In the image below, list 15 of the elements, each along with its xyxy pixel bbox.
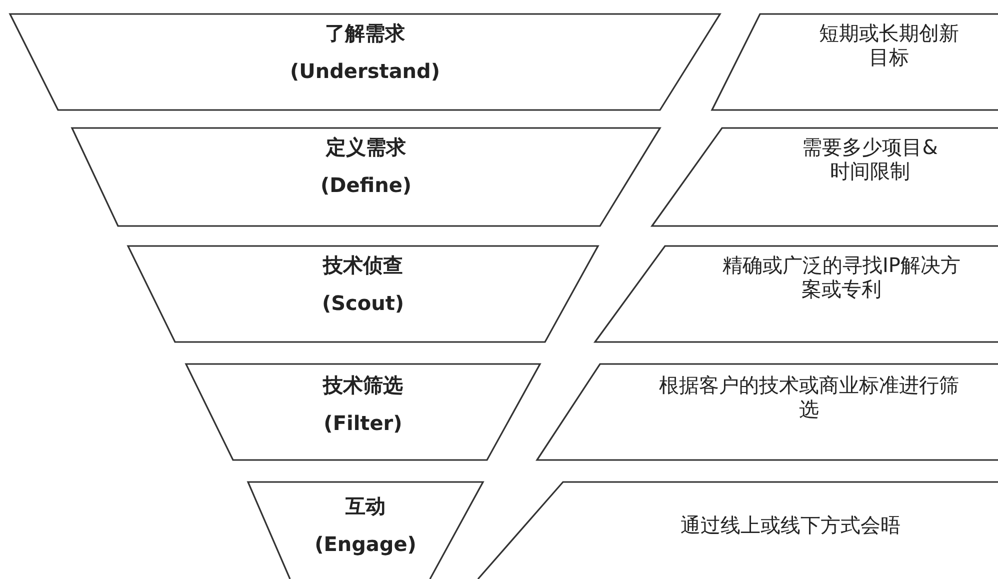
stage-title: 了解需求 <box>324 21 406 45</box>
stage-subtitle: (Define) <box>319 173 413 197</box>
stage-subtitle: (Scout) <box>320 291 406 315</box>
stage-subtitle: (Understand) <box>288 59 442 83</box>
stage-title: 技术筛选 <box>322 373 404 397</box>
stage-title: 互动 <box>344 494 386 518</box>
stage-subtitle: (Engage) <box>314 532 418 556</box>
description-text: 短期或长期创新目标 <box>818 21 960 69</box>
stage-title: 技术侦查 <box>322 253 404 277</box>
description-text: 通过线上或线下方式会晤 <box>680 513 902 537</box>
description-text: 根据客户的技术或商业标准进行筛选 <box>659 373 959 421</box>
stage-subtitle: (Filter) <box>322 411 404 435</box>
description-text: 精确或广泛的寻找IP解决方案或专利 <box>722 253 962 301</box>
stage-title: 定义需求 <box>324 135 407 159</box>
description-text: 需要多少项目&时间限制 <box>801 135 939 183</box>
